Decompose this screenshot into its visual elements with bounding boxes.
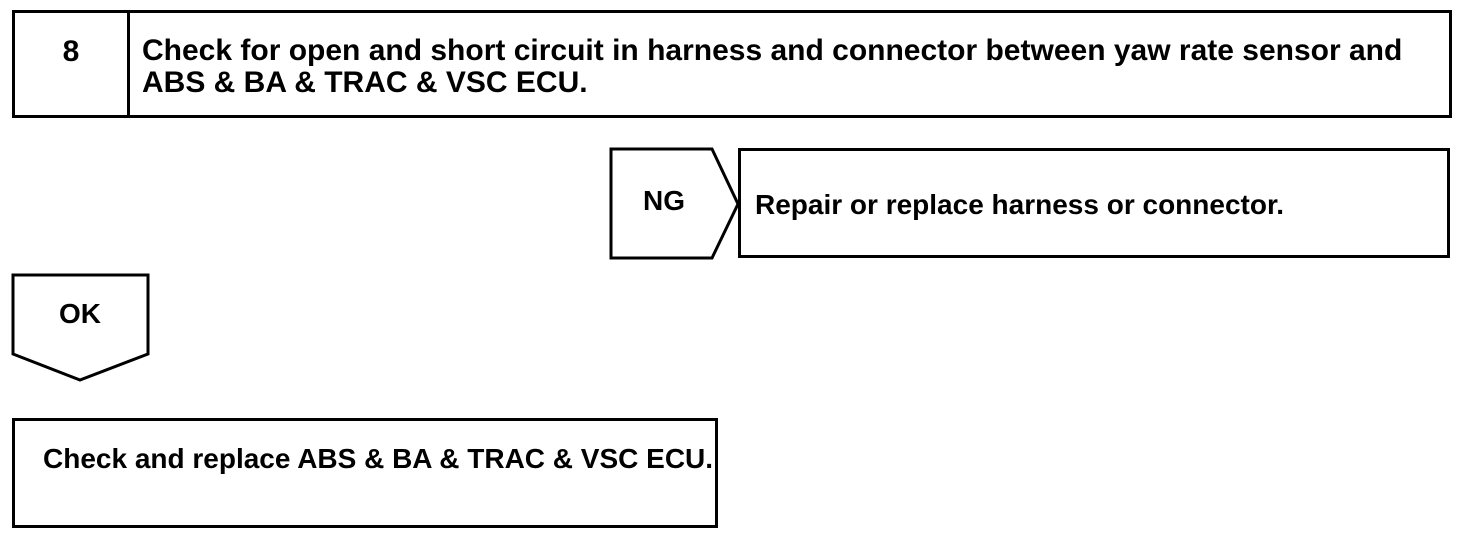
- step-instruction: Check for open and short circuit in harn…: [142, 34, 1403, 99]
- ng-arrow-shape: [609, 147, 740, 260]
- step-box: 8 Check for open and short circuit in ha…: [12, 10, 1452, 118]
- ok-arrow-shape: [11, 273, 150, 382]
- ng-result-box: Repair or replace harness or connector.: [738, 148, 1450, 258]
- ng-label: NG: [643, 185, 685, 216]
- ok-label: OK: [59, 298, 101, 329]
- step-number: 8: [15, 13, 130, 115]
- final-step-box: Check and replace ABS & BA & TRAC & VSC …: [12, 418, 718, 528]
